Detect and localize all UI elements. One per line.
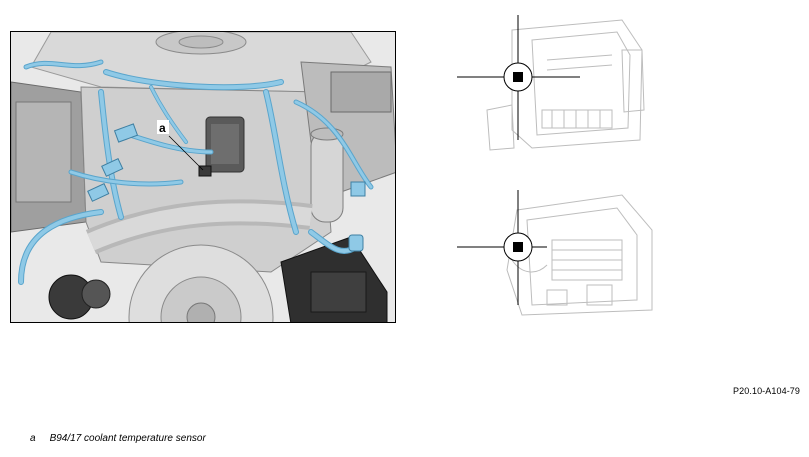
legend-key: a	[30, 433, 36, 444]
locator-marker-top	[457, 15, 580, 140]
locator-diagrams	[452, 10, 672, 330]
figure-legend: a B94/17 coolant temperature sensor	[30, 433, 206, 444]
engine-drawing: a	[11, 32, 395, 322]
locator-marker-side	[457, 190, 547, 305]
callout-label-a: a	[159, 121, 166, 135]
callout-leader-line	[168, 135, 204, 171]
figure-reference-code: P20.10-A104-79	[733, 386, 800, 396]
locator-drawing	[457, 15, 653, 316]
coolant-temperature-sensor	[198, 165, 212, 177]
engine-illustration: a	[10, 31, 396, 323]
legend-text: B94/17 coolant temperature sensor	[49, 433, 206, 444]
